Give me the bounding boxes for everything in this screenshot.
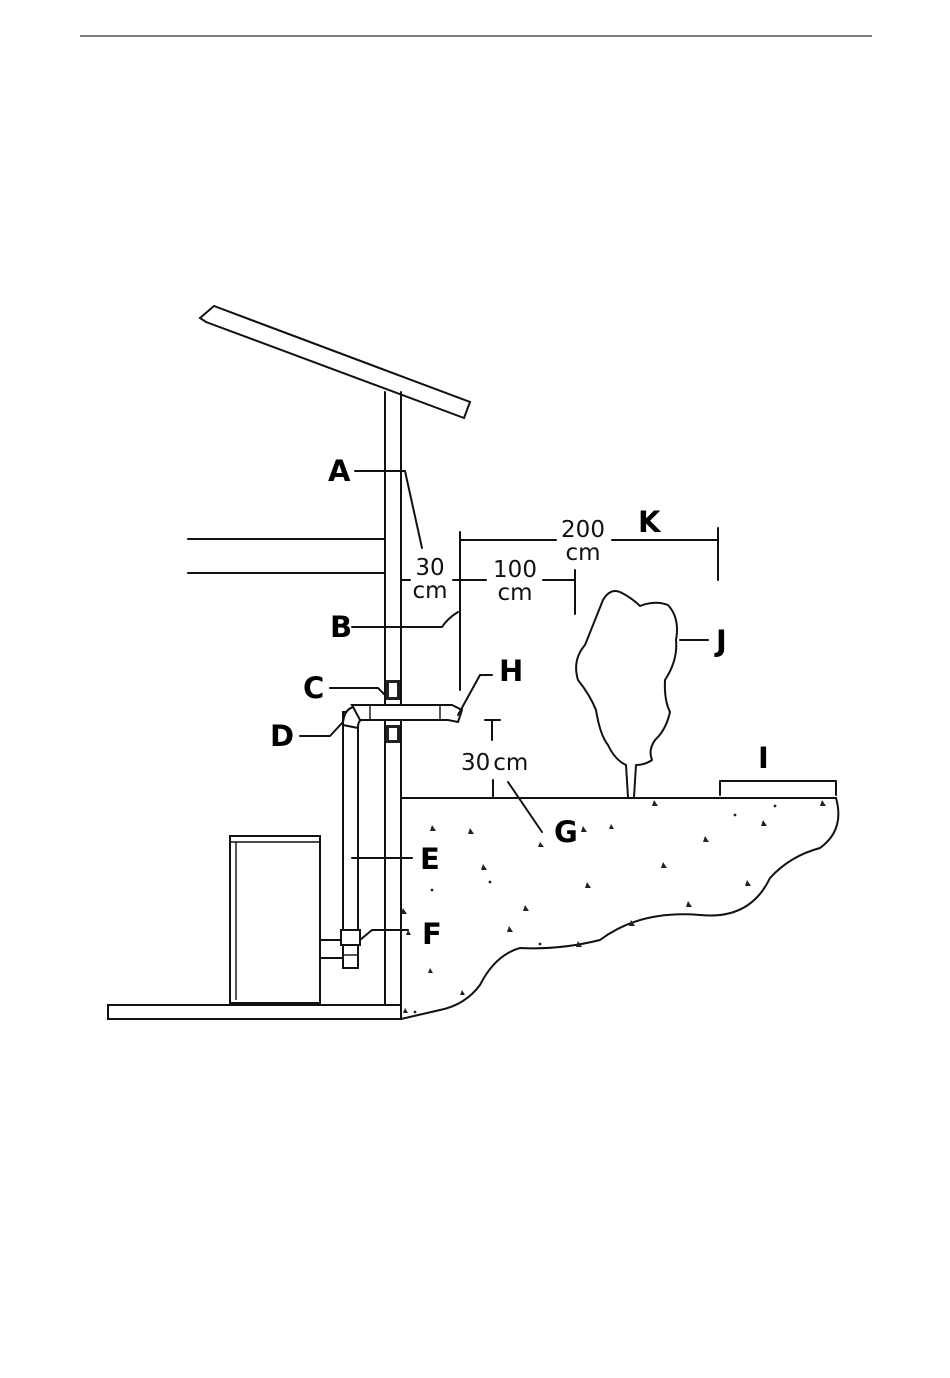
label-a: A: [328, 454, 351, 488]
roof: [200, 306, 470, 418]
indoor-unit: [230, 836, 344, 1003]
building-floor-lines: [188, 539, 385, 573]
label-h: H: [499, 654, 523, 688]
discharge-pipe: [352, 705, 462, 722]
label-i: I: [758, 741, 769, 775]
label-d: D: [270, 719, 294, 753]
dim-200-unit: cm: [565, 540, 600, 566]
tree: [576, 591, 677, 797]
ground-section: [401, 798, 838, 1019]
dimension-lines: [401, 528, 718, 797]
label-e: E: [420, 842, 440, 876]
dim-100-unit: cm: [497, 580, 532, 606]
dim-30-wall-unit: cm: [412, 578, 447, 604]
label-f: F: [422, 917, 442, 951]
zone-i-bracket: [720, 781, 836, 795]
label-j: J: [714, 624, 727, 658]
base-slab: [108, 1005, 401, 1019]
label-b: B: [330, 610, 352, 644]
label-c: C: [303, 671, 324, 705]
label-k: K: [638, 505, 662, 539]
drain-pipe: [341, 706, 362, 968]
label-g: G: [554, 815, 578, 849]
